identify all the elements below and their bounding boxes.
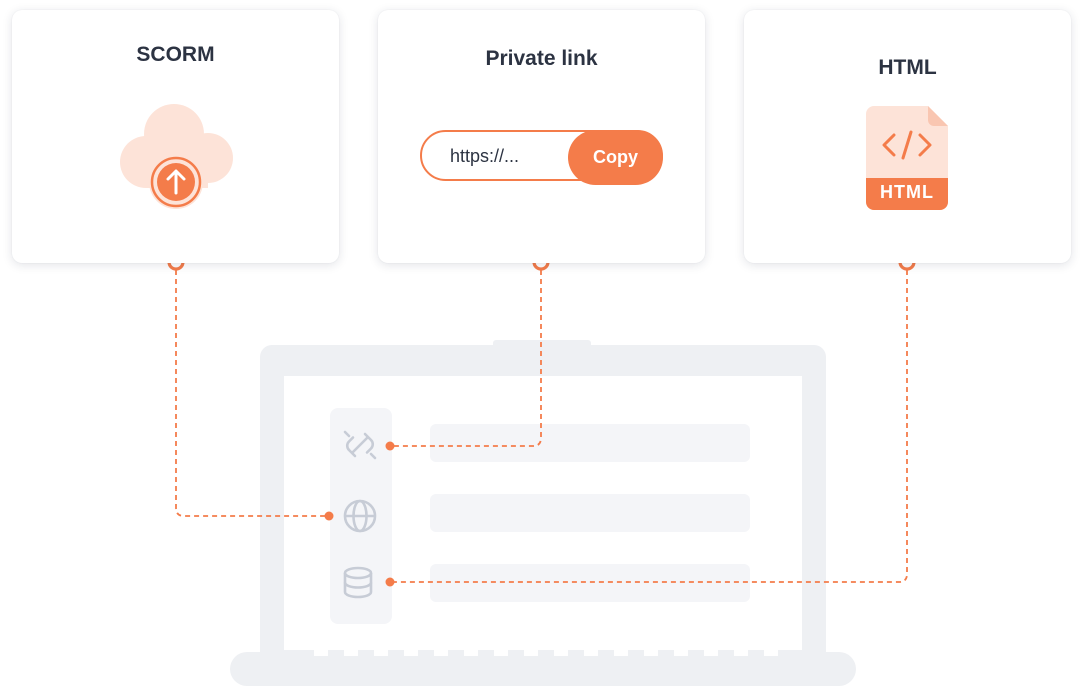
- connector-dot-globe: [324, 511, 334, 521]
- copy-button[interactable]: Copy: [568, 130, 663, 185]
- screen-row-2: [430, 494, 750, 532]
- laptop-keyboard-gaps: [314, 650, 778, 656]
- globe-icon: [343, 499, 377, 533]
- html-title: HTML: [878, 56, 937, 79]
- html-card: HTML HTML: [744, 10, 1071, 263]
- private-link-field[interactable]: https://... Copy: [420, 130, 663, 185]
- scorm-card: SCORM: [12, 10, 339, 263]
- laptop-illustration: [230, 340, 856, 686]
- html-file-badge: HTML: [880, 182, 934, 202]
- link-icon: [343, 430, 377, 460]
- screen-row-1: [430, 424, 750, 462]
- connector-html-database: [390, 270, 908, 583]
- connector-link-sidebar: [390, 270, 542, 447]
- laptop-base: [230, 652, 856, 686]
- connector-dot-database: [385, 577, 395, 587]
- connector-lines: [175, 270, 908, 583]
- private-link-title: Private link: [485, 47, 598, 70]
- private-link-card: Private link https://... Copy: [378, 10, 705, 263]
- code-brackets-icon: [882, 130, 932, 160]
- database-icon: [343, 566, 373, 599]
- cloud-upload-icon: [120, 104, 233, 209]
- connector-scorm-globe: [175, 270, 328, 517]
- screen-row-3: [430, 564, 750, 602]
- connector-dot-link: [385, 441, 395, 451]
- file-shape-icon: [866, 106, 948, 210]
- link-url-text: https://...: [450, 146, 520, 166]
- scorm-title: SCORM: [136, 43, 215, 66]
- html-file-icon: HTML: [866, 106, 948, 210]
